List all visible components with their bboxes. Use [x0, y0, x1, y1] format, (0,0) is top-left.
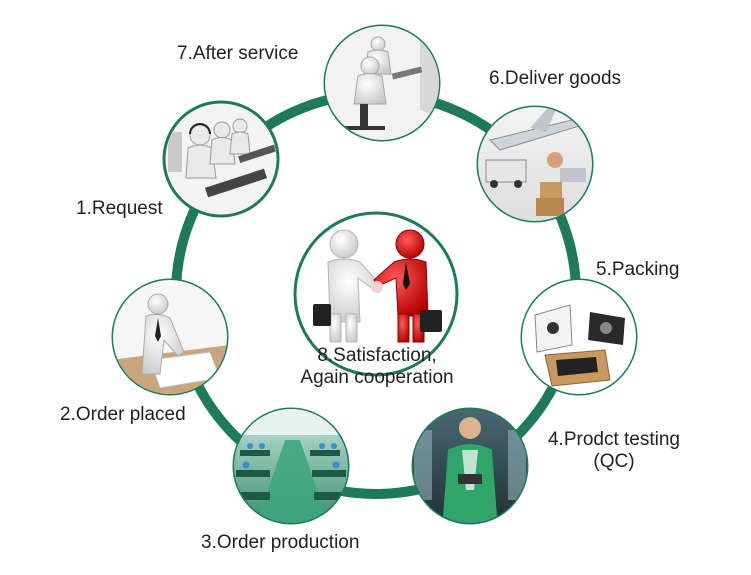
step-label-packing: 5.Packing [596, 259, 680, 280]
support-agents-icon [325, 26, 439, 140]
step-node-request [162, 100, 280, 218]
step-label-product-testing: 4.Prodct testing (QC) [536, 429, 692, 473]
center-label-line1: 8.Satisfaction, [317, 345, 437, 366]
step-label-request: 1.Request [76, 198, 163, 219]
handshake-icon [297, 215, 455, 373]
call-center-icon [166, 104, 276, 214]
center-label: 8.Satisfaction, Again cooperation [283, 345, 471, 389]
delivery-transport-icon [478, 107, 592, 221]
step-label-deliver-goods: 6.Deliver goods [489, 68, 622, 89]
step-label-product-testing-line2: (QC) [593, 451, 635, 472]
step-node-order-placed [111, 278, 229, 396]
step-label-after-service: 7.After service [177, 43, 299, 64]
packing-boxes-icon [522, 280, 636, 394]
step-node-deliver-goods [476, 105, 594, 223]
factory-floor-icon [234, 409, 348, 523]
step-label-order-placed: 2.Order placed [60, 404, 186, 425]
step-node-packing [520, 278, 638, 396]
center-label-line2: Again cooperation [300, 367, 454, 388]
quality-testing-icon [413, 409, 527, 523]
step-node-after-service [323, 24, 441, 142]
step-label-order-production: 3.Order production [201, 532, 360, 553]
step-node-order-production [232, 407, 350, 525]
step-node-product-testing [411, 407, 529, 525]
step-label-product-testing-line1: 4.Prodct testing [547, 429, 681, 450]
center-node-satisfaction [293, 211, 459, 377]
